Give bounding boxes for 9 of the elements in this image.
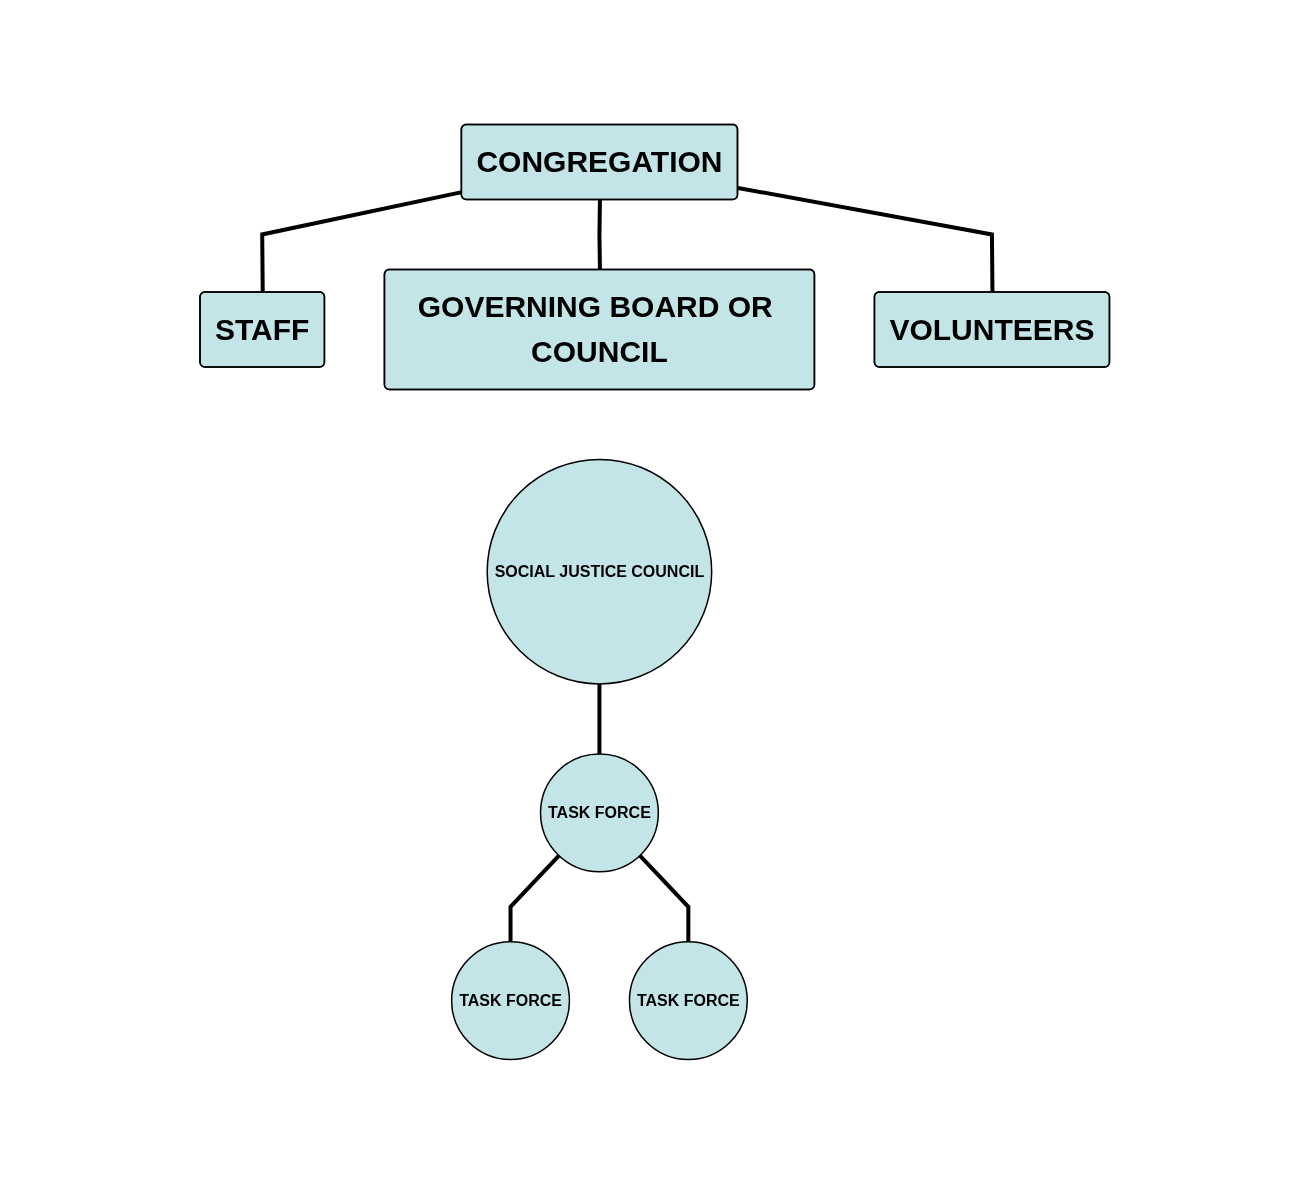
- connector: [597, 683, 602, 754]
- connector: [508, 854, 561, 942]
- node-circle: TASK FORCE: [450, 941, 570, 1061]
- connector: [597, 199, 602, 270]
- connector: [737, 185, 995, 293]
- node-circle: TASK FORCE: [539, 753, 659, 873]
- node-circle: TASK FORCE: [628, 941, 748, 1061]
- node-circle: SOCIAL JUSTICE COUNCIL: [486, 458, 713, 685]
- connector: [638, 854, 691, 942]
